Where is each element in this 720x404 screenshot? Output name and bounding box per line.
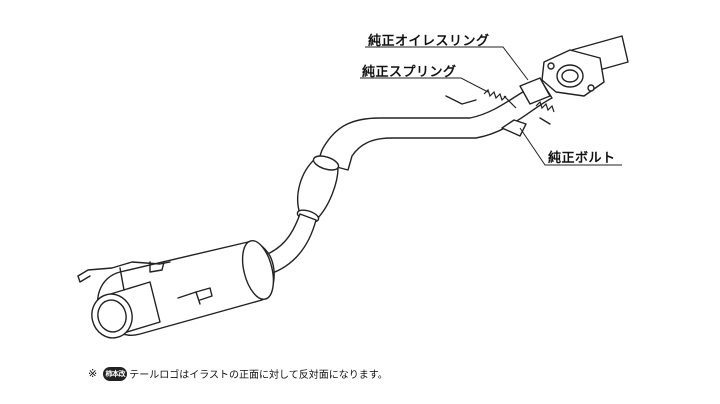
leader-bolt xyxy=(519,127,622,166)
leader-spring xyxy=(360,77,489,93)
oil-ring-joint xyxy=(519,77,551,105)
spring-right xyxy=(535,100,555,113)
front-hanger xyxy=(445,95,477,105)
note-mark: ※ xyxy=(88,367,98,380)
footnote: ※ 柿本改 テールロゴはイラストの正面に対して反対面になります。 xyxy=(88,366,388,381)
hanger-left xyxy=(77,261,171,277)
footnote-text: テールロゴはイラストの正面に対して反対面になります。 xyxy=(129,370,388,381)
hanger-right xyxy=(177,287,213,301)
spring-label: 純正スプリング xyxy=(362,65,457,80)
oil-ring-label: 純正オイレスリング xyxy=(368,34,490,49)
bolt-label: 純正ボルト xyxy=(548,151,616,166)
tail-logo-icon: 柿本改 xyxy=(103,366,128,381)
spring-left xyxy=(483,88,507,102)
leader-oil-ring xyxy=(365,46,529,81)
